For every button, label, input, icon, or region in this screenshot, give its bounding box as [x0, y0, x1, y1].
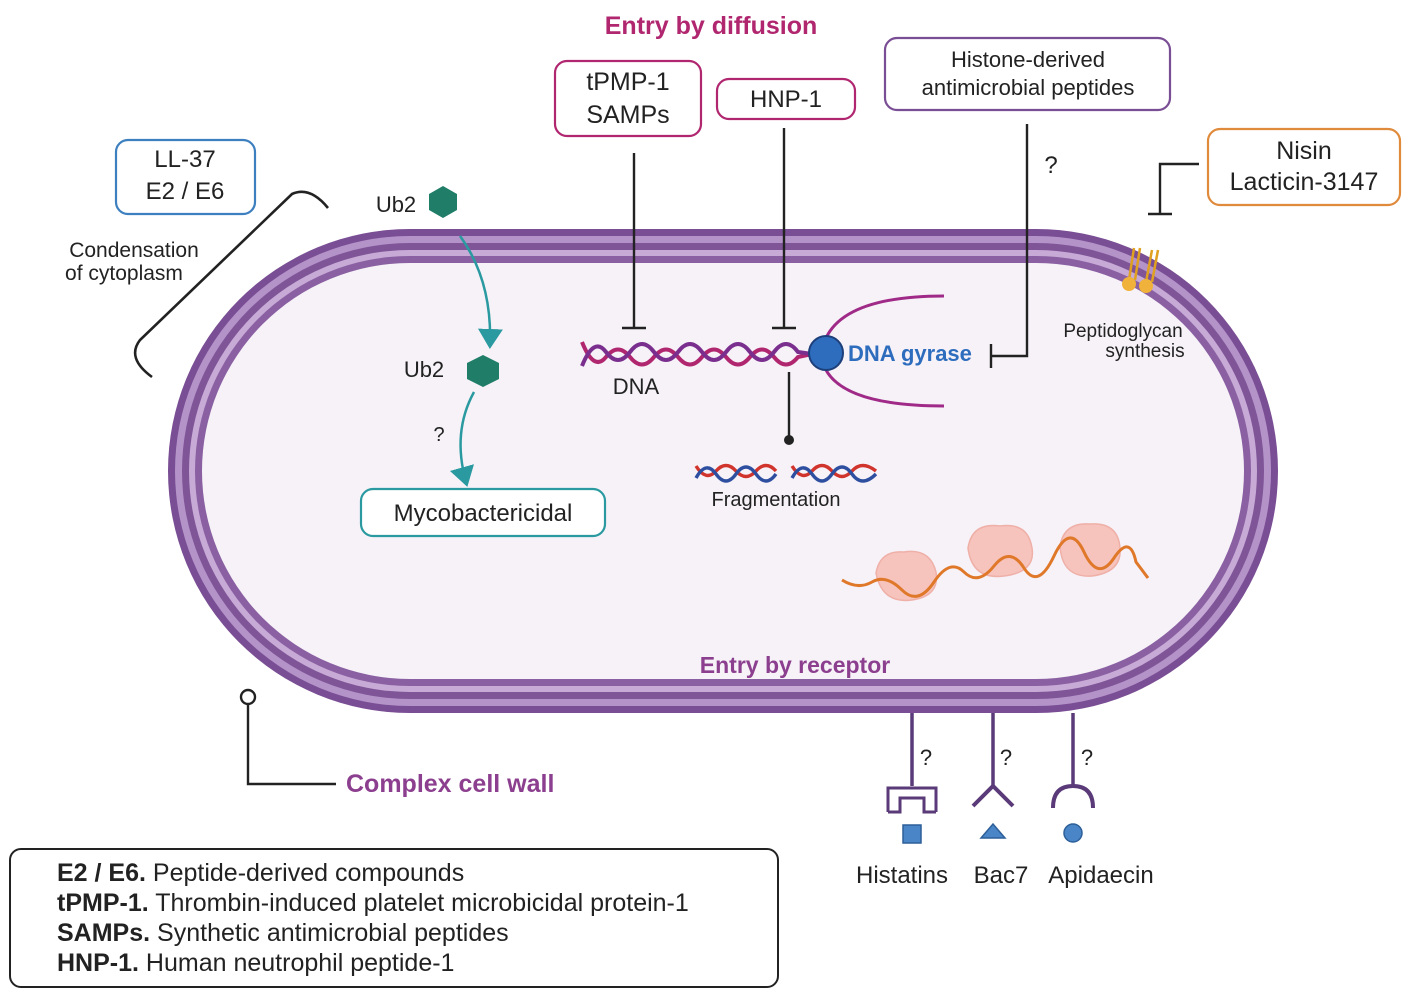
- ub2-myco-arrow: [449, 391, 476, 487]
- legend-row-samps: SAMPs. Synthetic antimicrobial peptides: [57, 918, 777, 948]
- legend-abbr: SAMPs.: [57, 919, 151, 947]
- histatins-label: Histatins: [856, 862, 948, 889]
- gyrase-arm-bottom: [824, 369, 945, 408]
- histatins-question: ?: [920, 745, 932, 770]
- legend-row-e2e6: E2 / E6. Peptide-derived compounds: [57, 858, 777, 888]
- abbreviation-legend: E2 / E6. Peptide-derived compounds tPMP-…: [9, 848, 779, 988]
- ub2-hexagon-inside: [467, 355, 499, 387]
- legend-text: Peptide-derived compounds: [152, 859, 465, 887]
- apidaecin-label: Apidaecin: [1048, 862, 1153, 889]
- legend-abbr: HNP-1.: [57, 949, 139, 977]
- ll37-line-2: E2 / E6: [146, 178, 225, 205]
- mycobactericidal-label: Mycobactericidal: [394, 500, 573, 527]
- legend-row-tpmp: tPMP-1. Thrombin-induced platelet microb…: [57, 888, 777, 918]
- cell-wall-pointer-line: [246, 704, 336, 786]
- ub2-entry-arrow: [458, 235, 503, 349]
- receptor-apidaecin: [1051, 713, 1095, 843]
- dna-gyrase-label: DNA gyrase: [848, 341, 972, 366]
- condensation-line-1: Condensation: [69, 239, 199, 262]
- tpmp-line-1: tPMP-1: [586, 68, 669, 96]
- legend-text: Synthetic antimicrobial peptides: [157, 919, 509, 947]
- peptidoglycan-line-1: Peptidoglycan: [1063, 321, 1182, 342]
- ll37-box: LL-37 E2 / E6: [114, 138, 257, 216]
- histone-question: ?: [1044, 152, 1057, 179]
- legend-abbr: E2 / E6.: [57, 859, 146, 887]
- bac7-label: Bac7: [974, 862, 1029, 889]
- bacterial-cell: [168, 229, 1278, 713]
- tpmp-box: tPMP-1 SAMPs: [553, 59, 703, 138]
- nisin-line-1: Nisin: [1276, 137, 1332, 165]
- ub2-label-outside: Ub2: [376, 192, 416, 217]
- legend-text: Thrombin-induced platelet microbicidal p…: [155, 889, 689, 917]
- histone-box: Histone-derived antimicrobial peptides: [883, 36, 1172, 112]
- histone-inhibit-line: [991, 124, 1029, 358]
- condensation-bracket: [133, 190, 330, 379]
- dna-gyrase-circle: [808, 335, 844, 371]
- histone-line-2: antimicrobial peptides: [922, 75, 1135, 100]
- mycobactericidal-box: Mycobactericidal: [359, 487, 607, 538]
- histone-line-1: Histone-derived: [951, 47, 1105, 72]
- bac7-question: ?: [1000, 745, 1012, 770]
- legend-abbr: tPMP-1.: [57, 889, 149, 917]
- nisin-inhibit-line: [1158, 162, 1199, 214]
- ub2-question: ?: [433, 424, 444, 446]
- apidaecin-question: ?: [1081, 745, 1093, 770]
- fragmentation-dot: [784, 435, 794, 445]
- legend-row-hnp: HNP-1. Human neutrophil peptide-1: [57, 948, 777, 978]
- peptidoglycan-line-2: synthesis: [1105, 341, 1184, 362]
- receptor-histatins: [886, 713, 938, 844]
- dna-fragments: [694, 463, 878, 483]
- dna-label: DNA: [613, 374, 660, 399]
- condensation-line-2: of cytoplasm: [65, 262, 183, 285]
- tpmp-line-2: SAMPs: [586, 101, 669, 129]
- fragmentation-label: Fragmentation: [712, 489, 841, 511]
- hnp-label: HNP-1: [750, 86, 822, 113]
- peptidoglycan-lipids: [1122, 247, 1160, 293]
- cell-wall-pointer-circle: [239, 688, 257, 706]
- entry-receptor-title: Entry by receptor: [700, 652, 890, 678]
- receptor-bac7: [971, 713, 1015, 839]
- ll37-line-1: LL-37: [154, 146, 215, 173]
- nisin-line-2: Lacticin-3147: [1230, 168, 1379, 196]
- hnp-box: HNP-1: [715, 77, 857, 121]
- complex-cell-wall-label: Complex cell wall: [346, 770, 554, 798]
- gyrase-arm-top: [824, 294, 945, 339]
- ribosomes-mrna: [841, 523, 1150, 602]
- dna-helix: [580, 341, 813, 367]
- nisin-box: Nisin Lacticin-3147: [1206, 127, 1402, 207]
- entry-diffusion-title: Entry by diffusion: [605, 12, 818, 40]
- ub2-label-inside: Ub2: [404, 357, 444, 382]
- legend-text: Human neutrophil peptide-1: [145, 949, 455, 977]
- ub2-hexagon-outside: [429, 186, 457, 218]
